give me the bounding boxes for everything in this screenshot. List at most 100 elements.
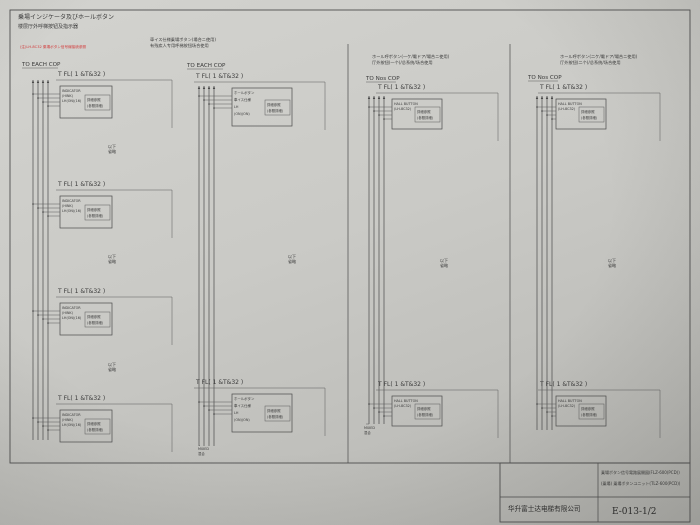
detail-reference-box <box>578 106 605 123</box>
junction-dot <box>47 322 49 324</box>
junction-dot <box>378 411 380 413</box>
sheet-frame <box>9 9 691 464</box>
junction-dot <box>32 203 34 205</box>
wheelchair-device-label: (ON)(ON) <box>234 112 250 116</box>
junction-dot <box>213 413 215 415</box>
column-2-to-label: TO EACH COP <box>186 63 226 69</box>
floor-label: T FL( 1 &T&32 ) <box>57 288 105 295</box>
omitted-floors-label: 省略 <box>108 148 116 154</box>
detail-reference-label: 詳細参照 <box>267 102 281 107</box>
junction-dot <box>42 101 44 103</box>
junction-dot <box>546 114 548 116</box>
wheelchair-device-label: LH <box>234 105 239 109</box>
indicator-device-label: INDICATOR <box>62 89 81 93</box>
junction-dot <box>383 118 385 120</box>
junction-dot <box>37 97 39 99</box>
indicator-device-label: INDICATOR <box>62 306 81 310</box>
omitted-floors-label: 省略 <box>608 262 616 268</box>
bus-arrow-icon <box>197 86 201 89</box>
bus-note: MIXED <box>198 447 209 451</box>
junction-dot <box>198 95 200 97</box>
omitted-floors-label: 省略 <box>108 258 116 264</box>
sheet-note: (注)LH-8C32 乗場ボタン信号線接続参照 <box>20 44 86 49</box>
hall-device-box <box>555 98 607 130</box>
junction-dot <box>536 403 538 405</box>
bus-arrow-icon <box>46 80 50 83</box>
hall-device-box <box>391 98 443 130</box>
bus-arrow-icon <box>377 96 381 99</box>
junction-dot <box>541 407 543 409</box>
sheet-subtitle: 楼层厅外呼梯按钮及指示器 <box>18 23 78 30</box>
bus-arrow-icon <box>31 80 35 83</box>
junction-dot <box>208 409 210 411</box>
junction-dot <box>198 401 200 403</box>
hall-device-label: HALL BUTTON <box>558 102 582 106</box>
floor-label: T FL( 1 &T&32 ) <box>377 84 425 91</box>
drawing-title-line-2: (乗場) 乗場ボタンユニット(TLZ-600(PCD)) <box>601 480 681 486</box>
detail-reference-label: 詳細参照 <box>87 97 101 102</box>
detail-reference-label: (参照詳細) <box>87 213 104 218</box>
wheelchair-device-label: (ON)(ON) <box>234 418 250 422</box>
column-2-header-line-1: 車イス仕様乗場ボタン(場合ニ使用) <box>150 36 216 43</box>
junction-dot <box>551 415 553 417</box>
hall-device-label: HALL BUTTON <box>558 399 582 403</box>
detail-reference-label: 詳細参照 <box>581 406 595 411</box>
hall-device-label: (LH-8C32) <box>394 404 412 408</box>
wheelchair-device-label: LH <box>234 411 239 415</box>
junction-dot <box>536 106 538 108</box>
floor-label: T FL( 1 &T&32 ) <box>539 381 587 388</box>
detail-reference-label: (参照詳細) <box>267 108 284 113</box>
detail-reference-box <box>84 418 111 435</box>
bus-note: 混合 <box>364 430 371 435</box>
detail-reference-label: 詳細参照 <box>87 421 101 426</box>
hall-device-label: (LH-8C32) <box>394 107 412 111</box>
hall-device-label: (LH-8C32) <box>558 107 576 111</box>
column-3-to-label: TO Nos COP <box>365 76 400 82</box>
sheet-title: 乗場インジケータ及びホールボタン <box>18 13 114 21</box>
indicator-device-label: (HINK) <box>62 204 74 208</box>
junction-dot <box>42 425 44 427</box>
junction-dot <box>541 110 543 112</box>
indicator-device-label: (HINK) <box>62 418 74 422</box>
hall-device-label: HALL BUTTON <box>394 102 418 106</box>
detail-reference-label: (参照詳細) <box>417 115 434 120</box>
indicator-device-label: LH(ON)(16) <box>62 209 82 213</box>
junction-dot <box>42 318 44 320</box>
column-4-header-line-1: ホール呼ボタン(二ケ/電ドア/場合ニ使用) <box>560 53 638 60</box>
column-4-header-line-2: 厅外按钮(二个)/总系统/场合使用 <box>560 59 621 66</box>
column-2-header-line-2: 有残疾人专用呼梯按钮场合使用 <box>150 42 209 49</box>
wheelchair-device-box <box>231 393 293 433</box>
omitted-floors-label: 以下 <box>108 254 116 259</box>
column-4-to-label: TO Nos COP <box>527 75 562 81</box>
detail-reference-label: 詳細参照 <box>87 207 101 212</box>
hall-device-box <box>391 395 443 427</box>
detail-reference-box <box>84 94 111 111</box>
wheelchair-device-label: ホールボタン <box>234 396 255 401</box>
column-1-to-label: TO EACH COP <box>21 62 61 68</box>
detail-reference-label: (参照詳細) <box>87 320 104 325</box>
detail-reference-label: (参照詳細) <box>267 414 284 419</box>
floor-label: T FL( 1 &T&32 ) <box>57 181 105 188</box>
junction-dot <box>208 103 210 105</box>
bus-arrow-icon <box>540 96 544 99</box>
junction-dot <box>373 110 375 112</box>
floor-label: T FL( 1 &T&32 ) <box>195 73 243 80</box>
junction-dot <box>37 314 39 316</box>
omitted-floors-label: 以下 <box>608 258 616 263</box>
junction-dot <box>546 411 548 413</box>
detail-reference-box <box>84 311 111 328</box>
omitted-floors-label: 以下 <box>108 144 116 149</box>
bus-note: MIXED <box>364 426 375 430</box>
bus-arrow-icon <box>550 96 554 99</box>
detail-reference-box <box>264 99 291 116</box>
junction-dot <box>203 405 205 407</box>
junction-dot <box>37 207 39 209</box>
omitted-floors-label: 省略 <box>108 366 116 372</box>
detail-reference-label: 詳細参照 <box>267 408 281 413</box>
detail-reference-label: (参照詳細) <box>87 103 104 108</box>
omitted-floors-label: 以下 <box>440 258 448 263</box>
detail-reference-box <box>414 403 441 420</box>
wheelchair-device-label: ホールボタン <box>234 90 255 95</box>
floor-label: T FL( 1 &T&32 ) <box>539 84 587 91</box>
